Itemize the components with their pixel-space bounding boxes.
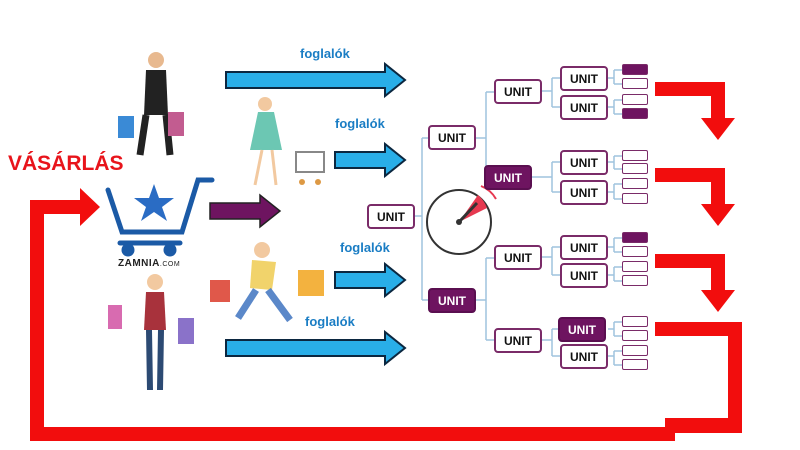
unit-level2-box: UNIT	[484, 165, 532, 190]
unit-level3-box: UNIT	[560, 150, 608, 175]
brand-name-text: ZAMNIA	[118, 258, 160, 269]
shopper-man-figure	[118, 52, 184, 156]
unit-level2-box: UNIT	[494, 328, 542, 353]
slot-empty	[622, 163, 648, 174]
slot-filled	[622, 232, 648, 243]
unit-level2-box: UNIT	[494, 79, 542, 104]
unit-level3-box: UNIT	[560, 66, 608, 91]
slot-empty	[622, 94, 648, 105]
slot-filled	[622, 108, 648, 119]
unit-level2-box: UNIT	[494, 245, 542, 270]
slot-empty	[622, 261, 648, 272]
slot-empty	[622, 246, 648, 257]
unit-level3-box: UNIT	[560, 344, 608, 369]
unit-level3-box: UNIT	[560, 263, 608, 288]
tree-connectors	[415, 69, 622, 366]
shopper-woman-cart-figure	[250, 97, 325, 186]
unit-level3-box: UNIT	[560, 180, 608, 205]
slot-empty	[622, 178, 648, 189]
unit-level3-box: UNIT	[558, 317, 606, 342]
unit-level3-box: UNIT	[560, 235, 608, 260]
booker-label: foglalók	[340, 240, 390, 255]
purchase-title: VÁSÁRLÁS	[8, 152, 124, 175]
brand-suffix: .COM	[159, 261, 181, 268]
zamnia-cart-logo	[105, 177, 215, 257]
booker-label: foglalók	[335, 116, 385, 131]
booker-label: foglalók	[300, 46, 350, 61]
slot-empty	[622, 330, 648, 341]
shopper-woman-bags-figure	[108, 274, 194, 391]
unit-root: UNIT	[367, 204, 415, 229]
slot-empty	[622, 275, 648, 286]
purple-arrow	[209, 193, 282, 229]
slot-empty	[622, 150, 648, 161]
booker-label: foglalók	[305, 314, 355, 329]
stopwatch-icon	[426, 185, 497, 255]
slot-empty	[622, 359, 648, 370]
blue-arrows	[225, 61, 407, 367]
unit-level1-box: UNIT	[428, 288, 476, 313]
slot-empty	[622, 193, 648, 204]
unit-level1-box: UNIT	[428, 125, 476, 150]
brand-name: ZAMNIA.COM	[118, 258, 180, 269]
red-step-arrows	[655, 82, 735, 312]
slot-filled	[622, 64, 648, 75]
shopper-running-man-figure	[210, 242, 324, 323]
slot-empty	[622, 78, 648, 89]
slot-empty	[622, 316, 648, 327]
slot-empty	[622, 345, 648, 356]
unit-level3-box: UNIT	[560, 95, 608, 120]
